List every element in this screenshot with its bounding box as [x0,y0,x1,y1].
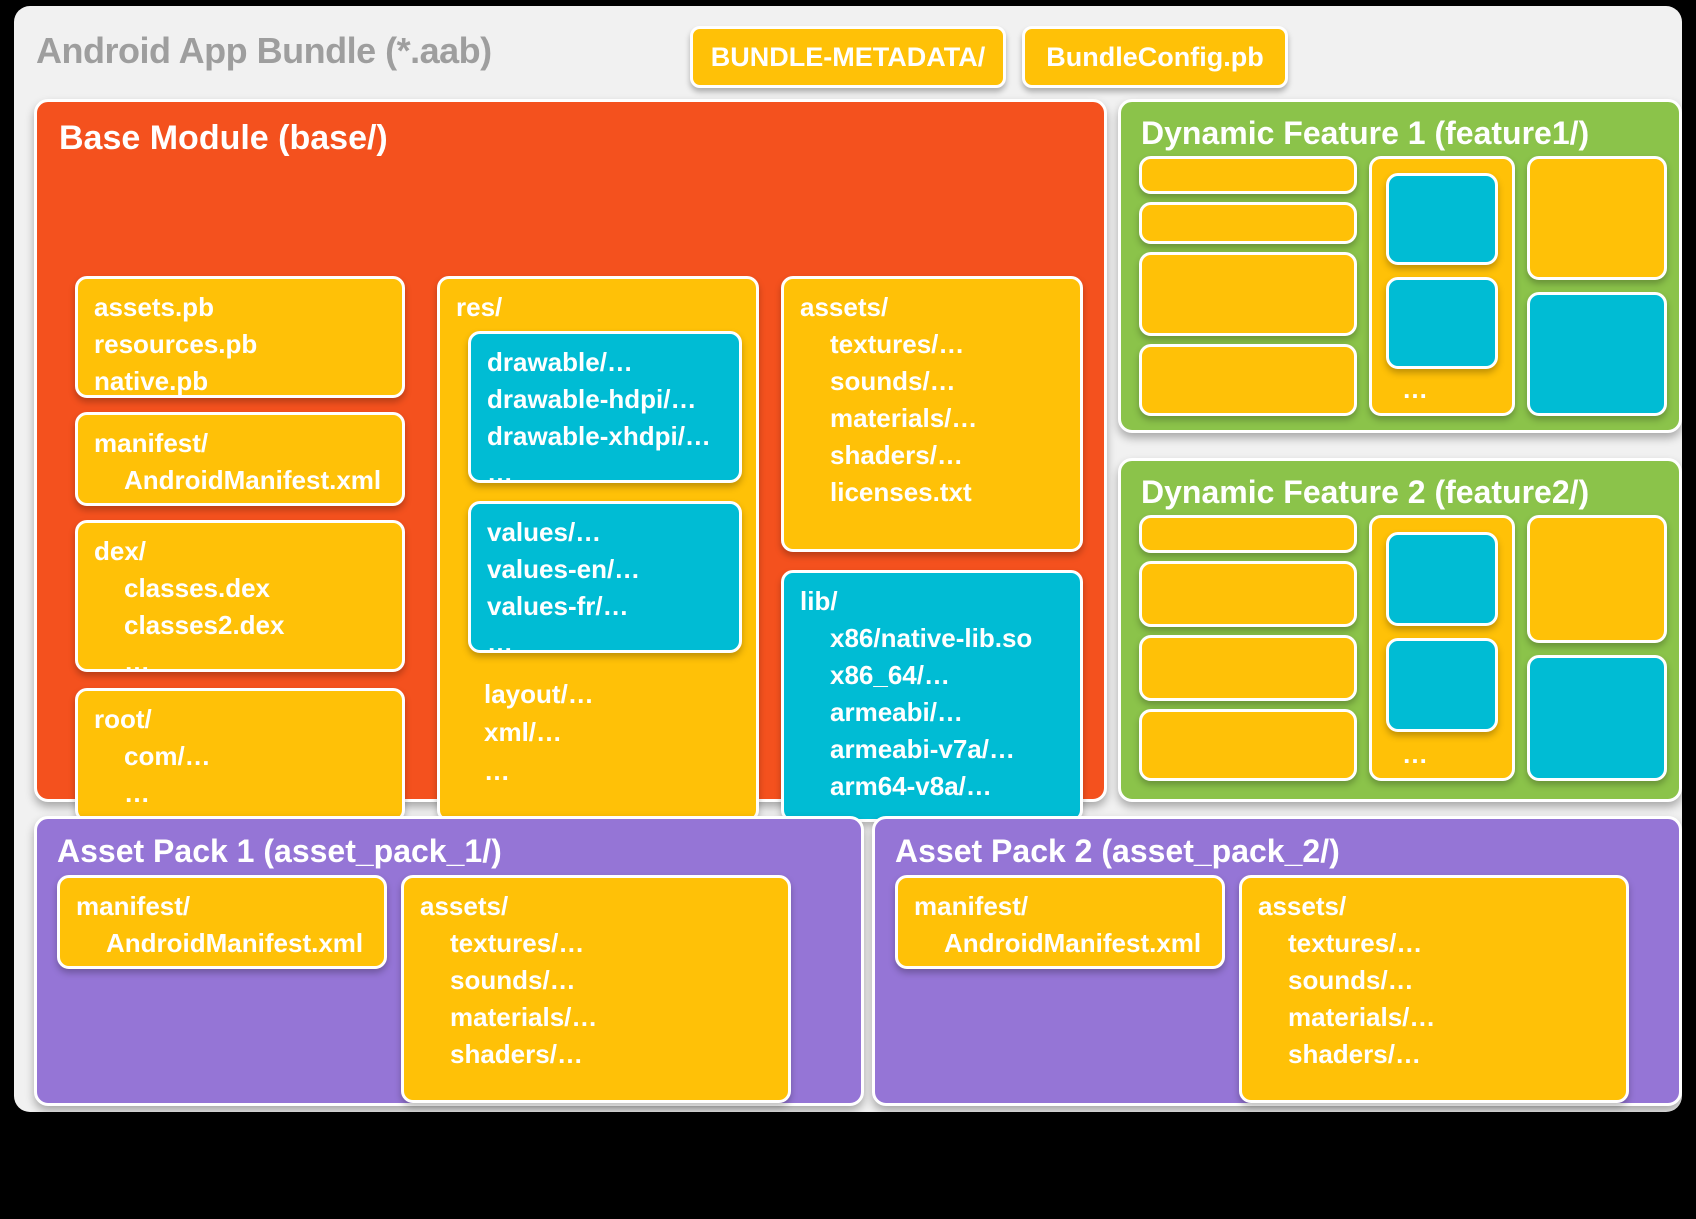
dir-label: shaders/… [450,1038,583,1069]
dir-label: dex/ [94,536,147,566]
ellipsis-label: … [1402,374,1428,404]
file-label: AndroidManifest.xml [124,464,382,495]
bundle-metadata-chip[interactable]: BUNDLE-METADATA/ [690,26,1006,88]
res-label: res/ [456,292,503,322]
file-label: classes.dex [124,572,271,603]
dir-label: textures/… [830,328,965,359]
dir-label: xml/… [484,717,563,748]
dynamic-feature-1-panel: Dynamic Feature 1 (feature1/) … [1118,99,1682,433]
feature-sub-block [1386,277,1498,369]
base-manifest-box: manifest/ AndroidManifest.xml [75,412,405,506]
base-root-box: root/ com/… … [75,688,405,822]
asset-pack-2-manifest-box: manifest/ AndroidManifest.xml [895,875,1225,969]
dir-label: assets/ [420,891,509,921]
dir-label: values-en/… [487,553,641,584]
dir-label: sounds/… [830,365,956,396]
pb-file: resources.pb [94,328,258,359]
pb-file: native.pb [94,365,209,396]
base-dex-box: dex/ classes.dex classes2.dex … [75,520,405,672]
feature-block [1527,292,1667,416]
asset-pack-1-assets-box: assets/ textures/… sounds/… materials/… … [401,875,791,1103]
feature-block [1139,202,1357,244]
dir-label: armeabi-v7a/… [830,733,1015,764]
res-values-box: values/… values-en/… values-fr/… … [468,501,742,653]
base-pb-files-box: assets.pb resources.pb native.pb [75,276,405,398]
dir-label: assets/ [1258,891,1347,921]
dir-label: materials/… [450,1001,598,1032]
ellipsis-label: … [1402,739,1428,769]
base-res-box: res/ drawable/… drawable-hdpi/… drawable… [437,276,759,822]
feature-block [1139,635,1357,701]
file-label: AndroidManifest.xml [106,927,364,958]
file-label: licenses.txt [830,476,972,507]
base-module-title: Base Module (base/) [59,119,388,157]
dir-label: layout/… [484,679,594,709]
ellipsis-label: … [487,627,513,653]
dir-label: arm64-v8a/… [830,770,992,801]
res-drawable-box: drawable/… drawable-hdpi/… drawable-xhdp… [468,331,742,483]
android-app-bundle-container: Android App Bundle (*.aab) BUNDLE-METADA… [14,6,1682,1112]
asset-pack-1-manifest-box: manifest/ AndroidManifest.xml [57,875,387,969]
dir-label: root/ [94,704,152,734]
ellipsis-label: … [124,777,150,808]
feature-sub-block [1386,638,1498,732]
feature-block [1527,156,1667,280]
dir-label: manifest/ [76,891,191,921]
feature-block [1139,709,1357,781]
dir-label: values/… [487,517,602,547]
dir-label: materials/… [830,402,978,433]
dir-label: drawable-hdpi/… [487,383,697,414]
dir-label: shaders/… [1288,1038,1421,1069]
dir-label: lib/ [800,586,838,616]
file-label: AndroidManifest.xml [944,927,1202,958]
asset-pack-2-assets-box: assets/ textures/… sounds/… materials/… … [1239,875,1629,1103]
bundle-title: Android App Bundle (*.aab) [36,30,492,71]
file-label: classes2.dex [124,609,285,640]
feature-block [1139,344,1357,416]
pb-file: assets.pb [94,292,214,322]
ellipsis-label: … [487,457,513,483]
dir-label: manifest/ [94,428,209,458]
asset-pack-2-panel: Asset Pack 2 (asset_pack_2/) manifest/ A… [872,816,1682,1106]
asset-pack-1-title: Asset Pack 1 (asset_pack_1/) [57,833,502,869]
dynamic-feature-1-title: Dynamic Feature 1 (feature1/) [1141,115,1590,151]
dir-label: com/… [124,740,211,771]
dir-label: drawable/… [487,347,633,377]
dir-label: sounds/… [450,964,576,995]
dynamic-feature-2-panel: Dynamic Feature 2 (feature2/) … [1118,458,1682,802]
dir-label: shaders/… [830,439,963,470]
feature-group-block: … [1369,515,1515,781]
file-label: x86/native-lib.so [830,622,1033,653]
base-assets-box: assets/ textures/… sounds/… materials/… … [781,276,1083,552]
feature-block [1527,655,1667,781]
dir-label: sounds/… [1288,964,1414,995]
feature-block [1139,252,1357,336]
dir-label: textures/… [450,927,585,958]
ellipsis-label: … [484,755,510,786]
feature-sub-block [1386,173,1498,265]
dir-label: assets/ [800,292,889,322]
feature-block [1139,561,1357,627]
dir-label: manifest/ [914,891,1029,921]
feature-block [1139,515,1357,553]
bundle-config-chip[interactable]: BundleConfig.pb [1022,26,1288,88]
dynamic-feature-2-title: Dynamic Feature 2 (feature2/) [1141,474,1590,510]
feature-sub-block [1386,532,1498,626]
dir-label: drawable-xhdpi/… [487,420,711,451]
base-module-panel: Base Module (base/) assets.pb resources.… [34,99,1107,822]
dir-label: materials/… [1288,1001,1436,1032]
base-lib-box: lib/ x86/native-lib.so x86_64/… armeabi/… [781,570,1083,822]
dir-label: textures/… [1288,927,1423,958]
feature-block [1527,515,1667,643]
feature-group-block: … [1369,156,1515,416]
ellipsis-label: … [124,646,150,672]
feature-block [1139,156,1357,194]
asset-pack-2-title: Asset Pack 2 (asset_pack_2/) [895,833,1340,869]
dir-label: x86_64/… [830,659,950,690]
dir-label: values-fr/… [487,590,629,621]
res-tail-list: layout/… xml/… … [484,675,594,790]
dir-label: armeabi/… [830,696,963,727]
asset-pack-1-panel: Asset Pack 1 (asset_pack_1/) manifest/ A… [34,816,864,1106]
